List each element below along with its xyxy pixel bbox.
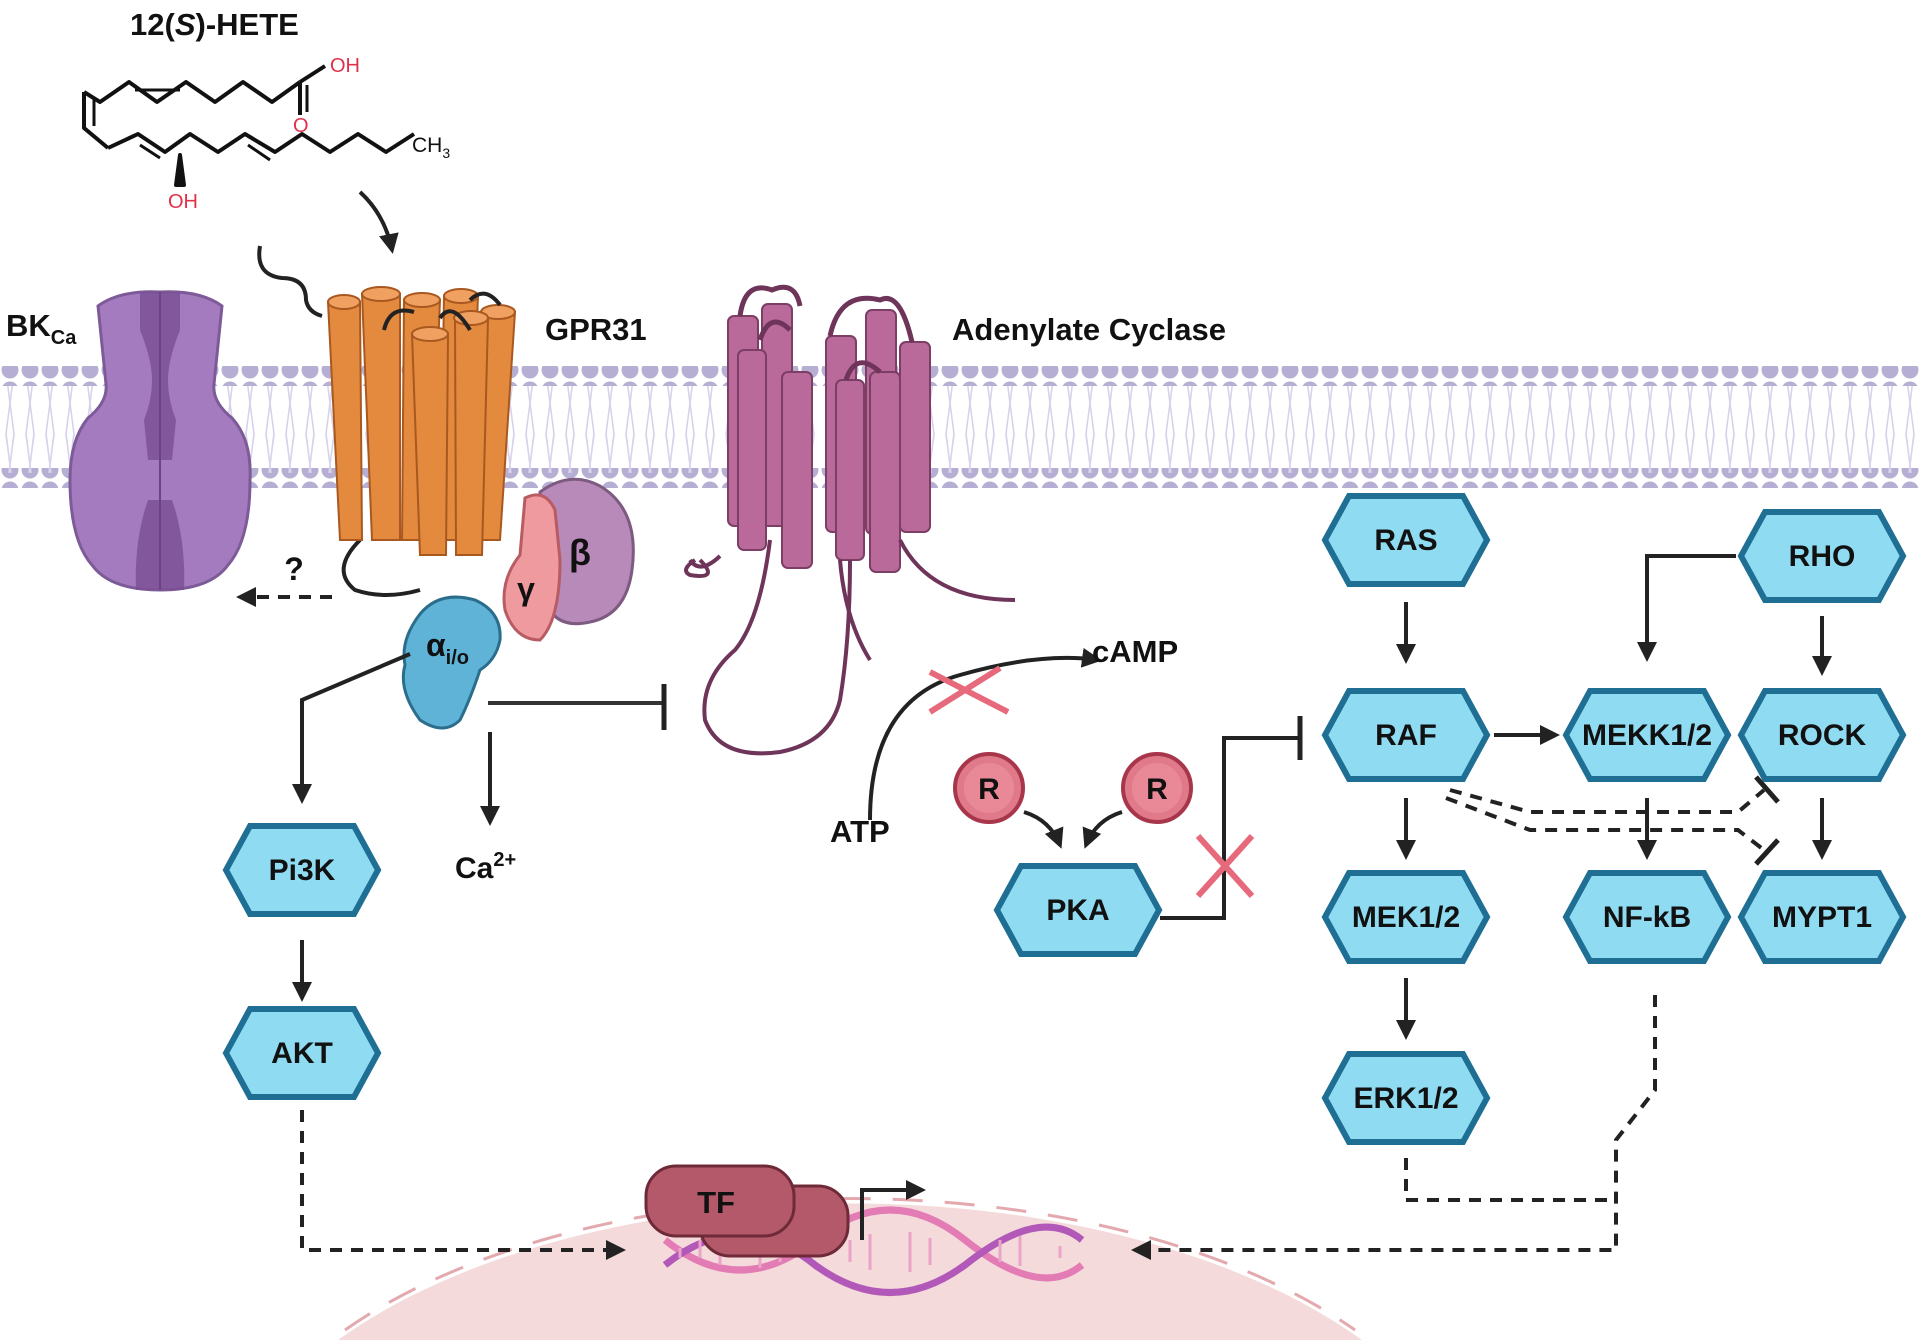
node-ras: RAS <box>1321 493 1491 587</box>
atp-camp-conversion: cAMP ATP <box>830 634 1178 849</box>
nuclear-arrows <box>300 995 1657 1260</box>
node-pi3k-label: Pi3K <box>269 854 336 887</box>
node-mypt1: MYPT1 <box>1737 870 1907 964</box>
gpr31-receptor: GPR31 <box>257 245 647 597</box>
molecule-structure <box>82 64 416 187</box>
r-subunit-right: R <box>1146 773 1168 806</box>
node-erk12-label: ERK1/2 <box>1353 1082 1458 1115</box>
node-pka: PKA <box>993 863 1163 957</box>
node-mek12-label: MEK1/2 <box>1352 901 1460 934</box>
oh-bottom: OH <box>168 191 198 213</box>
bkca-label: BKCa <box>6 308 77 349</box>
node-rock-label: ROCK <box>1778 719 1867 752</box>
node-rho-label: RHO <box>1789 540 1856 573</box>
alpha-to-pi3k-arrow <box>292 652 411 804</box>
node-erk12-shape <box>1321 1051 1491 1145</box>
bkca-channel: BKCa <box>6 290 252 592</box>
ch3-label: CH3 <box>412 134 450 161</box>
transcription-start-arrow <box>860 1180 926 1240</box>
node-mekk12-label: MEKK1/2 <box>1582 719 1712 752</box>
node-mypt1-shape <box>1737 870 1907 964</box>
node-akt-shape <box>222 1006 382 1100</box>
node-raf: RAF <box>1321 688 1491 782</box>
node-ras-label: RAS <box>1374 524 1437 557</box>
tf-label: TF <box>697 1185 735 1220</box>
node-rho: RHO <box>1737 509 1907 603</box>
node-nfkb: NF-kB <box>1562 870 1732 964</box>
pka-raf-block-x <box>1195 833 1255 899</box>
gpr31-label: GPR31 <box>545 312 647 347</box>
node-pka-label: PKA <box>1046 894 1109 927</box>
node-pi3k-shape <box>222 823 382 917</box>
tf-box-front <box>644 1164 796 1238</box>
node-mek12: MEK1/2 <box>1321 870 1491 964</box>
node-mypt1-label: MYPT1 <box>1772 901 1872 934</box>
node-erk12: ERK1/2 <box>1321 1051 1491 1145</box>
ligand-arrow <box>358 190 399 254</box>
node-pi3k: Pi3K <box>222 823 382 917</box>
pathway-arrows <box>292 554 1832 1040</box>
node-mekk12: MEKK1/2 <box>1562 688 1732 782</box>
atp-camp-block-x <box>928 665 1010 715</box>
pka-complex: R R <box>953 716 1303 920</box>
hete-molecule: 12(S)-HETE OH O OH CH3 <box>82 7 450 254</box>
node-rho-shape <box>1737 509 1907 603</box>
oh-top: OH <box>330 55 360 77</box>
molecule-name: 12(S)-HETE <box>130 7 299 42</box>
cell-membrane <box>0 366 1920 488</box>
node-rock: ROCK <box>1737 688 1907 782</box>
node-nfkb-shape <box>1562 870 1732 964</box>
atp-to-camp-arrow <box>868 647 1102 821</box>
beta-label: β <box>569 532 591 573</box>
node-mekk12-shape <box>1562 688 1732 782</box>
gamma-label: γ <box>517 571 535 607</box>
node-ras-shape <box>1321 493 1491 587</box>
camp-label: cAMP <box>1092 634 1178 669</box>
node-akt: AKT <box>222 1006 382 1100</box>
node-akt-label: AKT <box>271 1037 333 1070</box>
node-mek12-shape <box>1321 870 1491 964</box>
g-protein: β γ αi/o ? Ca2+ <box>236 477 667 885</box>
nucleus <box>338 1197 1362 1340</box>
node-pka-shape <box>993 863 1163 957</box>
r-subunit-left: R <box>978 773 1000 806</box>
node-raf-shape <box>1321 688 1491 782</box>
node-nfkb-label: NF-kB <box>1603 901 1691 934</box>
alpha-label: αi/o <box>426 627 469 669</box>
adenylate-cyclase-label: Adenylate Cyclase <box>952 312 1226 347</box>
adenylate-cyclase: Adenylate Cyclase <box>684 284 1226 756</box>
node-rock-shape <box>1737 688 1907 782</box>
atp-label: ATP <box>830 814 890 849</box>
dna-and-tf: TF <box>644 1164 1085 1296</box>
calcium-label: Ca2+ <box>455 849 516 885</box>
unknown-label: ? <box>284 551 304 587</box>
node-raf-label: RAF <box>1375 719 1437 752</box>
o-label: O <box>293 115 309 137</box>
